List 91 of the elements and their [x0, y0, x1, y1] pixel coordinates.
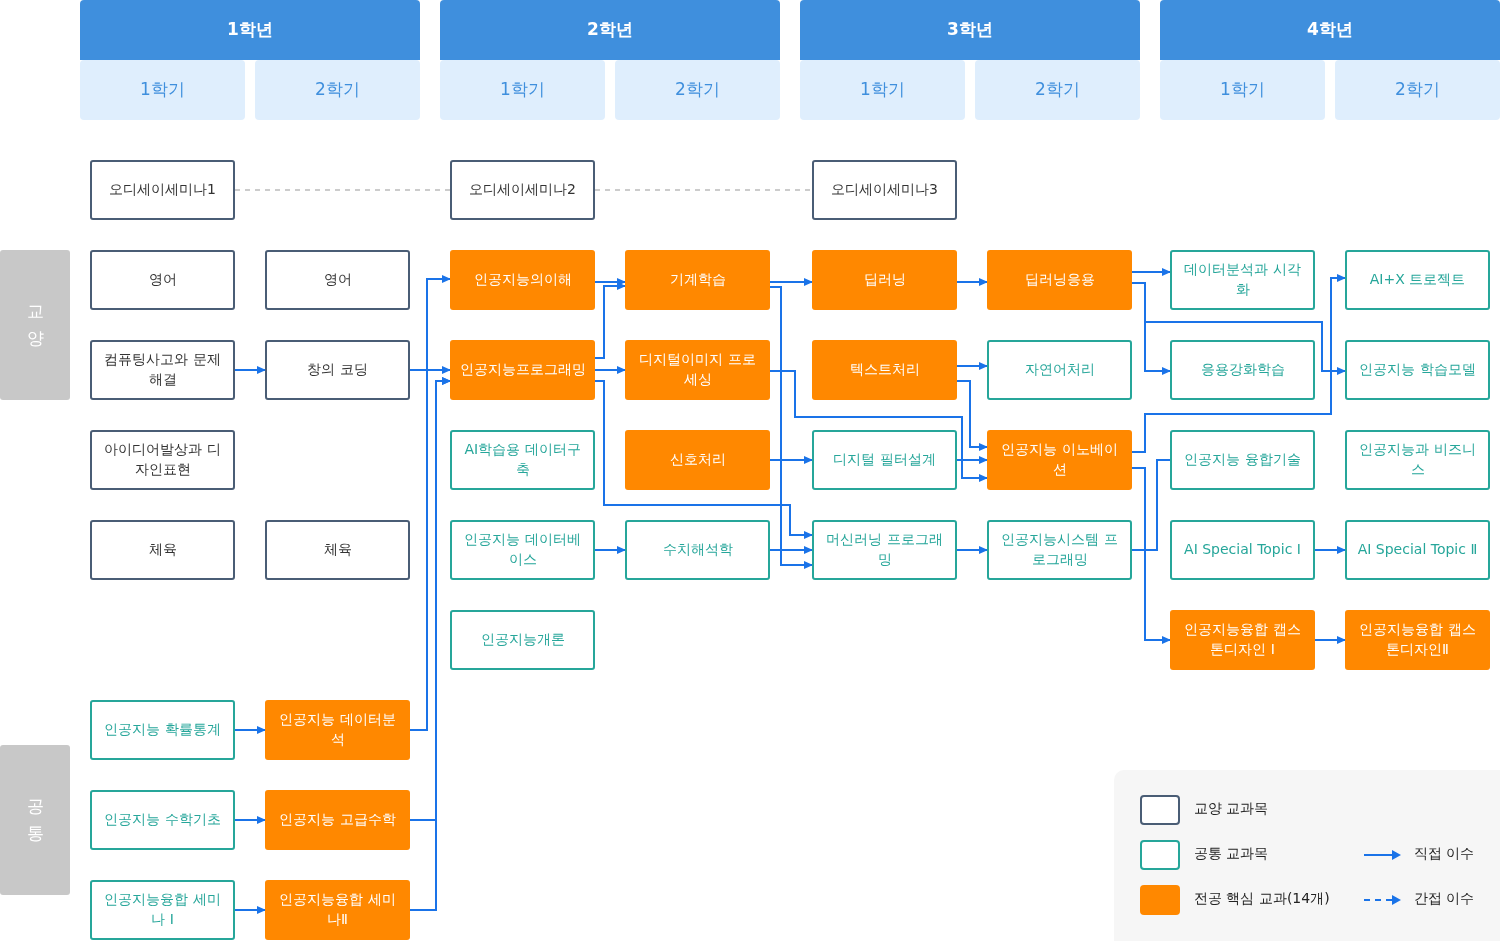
course-box: AI+X 트로젝트: [1345, 250, 1490, 310]
course-box: 인공지능프로그래밍: [450, 340, 595, 400]
course-box: 딥러닝응용: [987, 250, 1132, 310]
course-box: 신호처리: [625, 430, 770, 490]
course-box: 영어: [90, 250, 235, 310]
arrow: [594, 278, 626, 286]
course-box: 응용강화학습: [1170, 340, 1315, 400]
course-box: 인공지능개론: [450, 610, 595, 670]
arrow: [594, 546, 626, 554]
course-box: 머신러닝 프로그래밍: [812, 520, 957, 580]
course-box: 인공지능 융합기술: [1170, 430, 1315, 490]
legend-label: 교양 교과목: [1194, 800, 1269, 818]
arrow: [409, 377, 451, 911]
course-box: 오디세이세미나3: [812, 160, 957, 220]
course-box: 인공지능융합 세미나 Ⅰ: [90, 880, 235, 940]
arrow: [769, 278, 813, 286]
arrow: [956, 380, 988, 451]
connector-line: [594, 189, 813, 191]
arrow: [956, 362, 988, 370]
course-box: 인공지능융합 캡스톤디자인Ⅱ: [1345, 610, 1490, 670]
semester-header: 2학기: [975, 60, 1140, 120]
legend-label: 간접 이수: [1414, 890, 1475, 908]
course-box: 아이디어발상과 디자인표현: [90, 430, 235, 490]
legend-label: 전공 핵심 교과(14개): [1194, 890, 1330, 908]
course-box: 체육: [90, 520, 235, 580]
course-box: 인공지능 데이터분석: [265, 700, 410, 760]
course-box: 수치해석학: [625, 520, 770, 580]
course-box: 영어: [265, 250, 410, 310]
arrow: [234, 816, 266, 824]
year-header: 2학년: [440, 0, 780, 60]
legend-label: 공통 교과목: [1194, 845, 1269, 863]
course-box: AI학습용 데이터구축: [450, 430, 595, 490]
semester-header: 2학기: [1335, 60, 1500, 120]
year-header: 4학년: [1160, 0, 1500, 60]
course-box: 인공지능 이노베이션: [987, 430, 1132, 490]
arrow: [1131, 282, 1346, 375]
arrow: [956, 456, 988, 464]
arrow: [1314, 636, 1346, 644]
arrow: [769, 456, 813, 464]
arrow: [409, 275, 451, 731]
year-header: 1학년: [80, 0, 420, 60]
arrow: [956, 278, 988, 286]
course-box: 자연어처리: [987, 340, 1132, 400]
course-box: AI Special Topic Ⅱ: [1345, 520, 1490, 580]
course-box: 오디세이세미나2: [450, 160, 595, 220]
arrow: [594, 282, 626, 359]
course-box: 인공지능 학습모델: [1345, 340, 1490, 400]
course-box: 기계학습: [625, 250, 770, 310]
course-box: 인공지능융합 캡스톤디자인 Ⅰ: [1170, 610, 1315, 670]
semester-header: 2학기: [255, 60, 420, 120]
arrow: [594, 366, 626, 374]
arrow: [409, 366, 451, 374]
arrow: [234, 366, 266, 374]
course-box: 인공지능과 비즈니스: [1345, 430, 1490, 490]
connector-line: [234, 189, 451, 191]
semester-header: 1학기: [800, 60, 965, 120]
course-box: 인공지능 수학기초: [90, 790, 235, 850]
arrow: [1131, 268, 1171, 276]
course-box: 딥러닝: [812, 250, 957, 310]
course-box: 인공지능융합 세미나Ⅱ: [265, 880, 410, 940]
arrow: [956, 546, 988, 554]
year-header: 3학년: [800, 0, 1140, 60]
arrow: [234, 726, 266, 734]
course-box: 디지털이미지 프로세싱: [625, 340, 770, 400]
course-box: 인공지능시스템 프로그래밍: [987, 520, 1132, 580]
course-box: 인공지능 데이터베이스: [450, 520, 595, 580]
course-box: 오디세이세미나1: [90, 160, 235, 220]
arrow: [1131, 274, 1346, 453]
arrow: [769, 370, 988, 482]
arrow: [1131, 467, 1171, 644]
course-box: 인공지능 확률통계: [90, 700, 235, 760]
course-box: 체육: [265, 520, 410, 580]
arrow: [234, 906, 266, 914]
arrow: [769, 546, 813, 554]
semester-header: 1학기: [440, 60, 605, 120]
semester-header: 1학기: [1160, 60, 1325, 120]
legend-label: 직접 이수: [1414, 845, 1475, 863]
arrow: [594, 380, 813, 539]
course-box: 데이터분석과 시각화: [1170, 250, 1315, 310]
semester-header: 1학기: [80, 60, 245, 120]
course-box: AI Special Topic Ⅰ: [1170, 520, 1315, 580]
connector-line: [1131, 459, 1171, 551]
course-box: 디지털 필터설계: [812, 430, 957, 490]
arrow: [1314, 546, 1346, 554]
course-box: 인공지능의이해: [450, 250, 595, 310]
course-box: 텍스트처리: [812, 340, 957, 400]
semester-header: 2학기: [615, 60, 780, 120]
course-box: 컴퓨팅사고와 문제해결: [90, 340, 235, 400]
course-box: 인공지능 고급수학: [265, 790, 410, 850]
arrow: [769, 286, 813, 569]
course-box: 창의 코딩: [265, 340, 410, 400]
